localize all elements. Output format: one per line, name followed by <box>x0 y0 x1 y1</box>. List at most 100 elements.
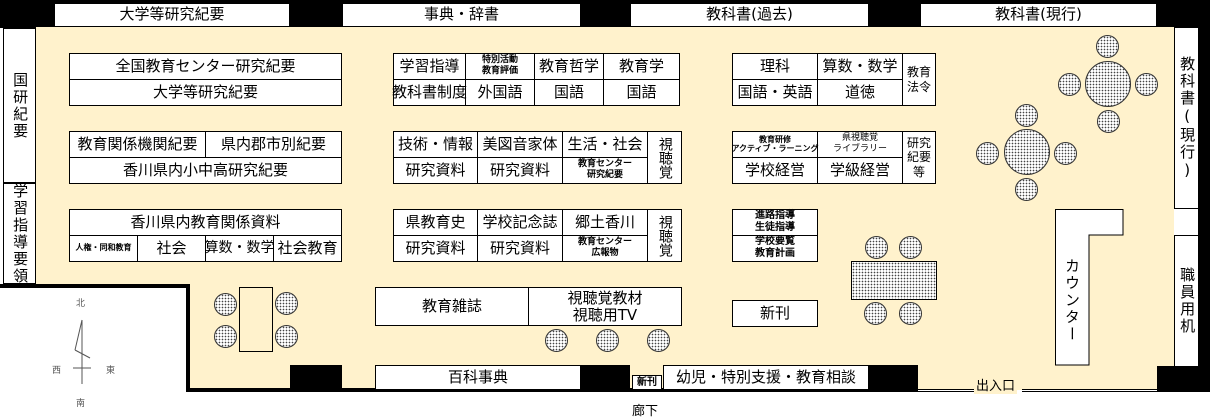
shelf-education-philosophy[interactable]: 教育哲学 <box>535 54 604 80</box>
shelf-audiovisual-f[interactable]: 視聴覚 <box>656 214 673 257</box>
shelf-japanese-1[interactable]: 国語 <box>535 79 604 105</box>
shelf-social-studies[interactable]: 社会 <box>138 235 206 261</box>
staff-desk[interactable]: 職員用机 <box>1174 235 1199 367</box>
shelf-japanese-2[interactable]: 国語 <box>626 83 657 102</box>
shelf-kagawa-school-bulletins[interactable]: 香川県内小中高研究紀要 <box>122 161 288 180</box>
top-shelf-past-textbooks[interactable]: 教科書(過去) <box>630 3 869 27</box>
chair[interactable] <box>1054 142 1077 165</box>
shelf-school-anniversary[interactable]: 学校記念誌 <box>478 210 563 236</box>
right-shelf-current-textbooks[interactable]: 教科書(現行) <box>1174 27 1199 209</box>
shelf-national-center-bulletins[interactable]: 全国教育センター研究紀要 <box>70 54 341 80</box>
chair[interactable] <box>865 236 888 259</box>
shelf-block-h[interactable]: 教育研修 アクティブ・ラーニング 県視聴覚 ライブラリー 研究 紀要 等 学校経… <box>731 131 936 184</box>
shelf-learning-guidance[interactable]: 学習指導 <box>394 54 466 80</box>
shelf-human-rights-education[interactable]: 人権・同和教育 <box>70 235 138 261</box>
shelf-block-c[interactable]: 香川県内教育関係資料 人権・同和教育 社会 算数・数学 社会教育 <box>69 209 342 262</box>
chair[interactable] <box>1058 73 1081 96</box>
shelf-foreign-language[interactable]: 外国語 <box>466 79 535 105</box>
shelf-pedagogy[interactable]: 教育学 <box>604 54 679 80</box>
shelf-center-bulletins[interactable]: 教育センター 研究紀要 <box>563 157 648 183</box>
shelf-career-student-guidance[interactable]: 進路指導 生徒指導 <box>733 210 817 236</box>
shelf-math[interactable]: 算数・数学 <box>818 54 903 80</box>
shelf-class-management[interactable]: 学級経営 <box>818 157 903 183</box>
left-inner-wall <box>186 284 190 392</box>
shelf-japanese-english[interactable]: 国語・英語 <box>733 79 818 105</box>
shelf-special-activities[interactable]: 特別活動 教育評価 <box>466 54 535 80</box>
shelf-new-arrivals[interactable]: 新刊 <box>732 300 818 327</box>
counter[interactable]: カウンター <box>1055 209 1165 367</box>
shelf-school-info-plans[interactable]: 学校要覧 教育計画 <box>755 236 795 260</box>
shelf-av-library[interactable]: 県視聴覚 ライブラリー <box>818 132 903 158</box>
shelf-education-law[interactable]: 教育 法令 <box>906 65 931 94</box>
shelf-research-materials-e2[interactable]: 研究資料 <box>478 157 563 183</box>
shelf-research-materials-e1[interactable]: 研究資料 <box>394 157 478 183</box>
counter-shape <box>1055 209 1124 366</box>
round-table[interactable] <box>1085 61 1131 107</box>
shelf-kagawa-education-materials[interactable]: 香川県内教育関係資料 <box>70 210 341 236</box>
top-shelf-dictionaries[interactable]: 事典・辞書 <box>342 3 581 27</box>
shelf-arithmetic-math[interactable]: 算数・数学 <box>205 235 275 261</box>
corridor-label: 廊下 <box>632 404 659 419</box>
compass-south: 南 <box>76 399 86 409</box>
top-shelf-university-bulletins[interactable]: 大学等研究紀要 <box>54 3 290 27</box>
chair[interactable] <box>976 142 999 165</box>
shelf-science[interactable]: 理科 <box>733 54 818 80</box>
outside-area <box>0 288 186 417</box>
chair[interactable] <box>899 236 922 259</box>
bottom-shelf-special-support[interactable]: 幼児・特別支援・教育相談 <box>663 365 869 390</box>
chair[interactable] <box>596 329 619 352</box>
shelf-school-management[interactable]: 学校経営 <box>733 157 818 183</box>
shelf-block-f[interactable]: 県教育史 学校記念誌 郷土香川 視聴覚 研究資料 研究資料 教育センター 広報物 <box>393 209 682 262</box>
left-shelf-curriculum-guidelines[interactable]: 学習指導要領 <box>3 183 36 285</box>
shelf-block-e[interactable]: 技術・情報 美図音家体 生活・社会 視聴覚 研究資料 研究資料 教育センター 研… <box>393 131 682 184</box>
shelf-research-materials-f2[interactable]: 研究資料 <box>478 235 563 261</box>
shelf-prefecture-city-bulletins[interactable]: 県内郡市別紀要 <box>206 132 341 158</box>
shelf-education-magazines[interactable]: 教育雑誌 <box>375 287 529 326</box>
chair[interactable] <box>545 329 568 352</box>
shelf-life-society[interactable]: 生活・社会 <box>563 132 648 158</box>
shelf-block-i[interactable]: 進路指導 生徒指導 学校要覧 教育計画 <box>732 209 818 262</box>
chair[interactable] <box>1096 35 1119 58</box>
top-shelf-current-textbooks[interactable]: 教科書(現行) <box>920 3 1157 27</box>
shelf-ethics[interactable]: 道徳 <box>818 79 903 105</box>
bottom-shelf-new-small[interactable]: 新刊 <box>632 375 662 390</box>
shelf-block-d[interactable]: 学習指導 特別活動 教育評価 教育哲学 教育学 教科書制度 外国語 国語 国語 <box>392 53 680 106</box>
entrance-line-left <box>918 389 974 392</box>
table-rect[interactable] <box>851 261 937 300</box>
chair[interactable] <box>214 293 237 316</box>
chair[interactable] <box>1097 110 1120 133</box>
compass-east: 東 <box>106 366 116 376</box>
shelf-arts-pe[interactable]: 美図音家体 <box>478 132 563 158</box>
left-shelf-nier-bulletins[interactable]: 国研紀要 <box>3 28 36 183</box>
pillar-bottom-3 <box>868 365 918 389</box>
round-table[interactable] <box>1004 129 1050 175</box>
shelf-research-materials-f1[interactable]: 研究資料 <box>394 235 478 261</box>
shelf-university-bulletins[interactable]: 大学等研究紀要 <box>152 83 258 102</box>
counter-label: カウンター <box>1063 257 1081 343</box>
shelf-center-publications[interactable]: 教育センター 広報物 <box>563 235 648 261</box>
chair[interactable] <box>275 325 298 348</box>
chair[interactable] <box>1015 104 1038 127</box>
chair[interactable] <box>647 329 670 352</box>
shelf-research-bulletins-etc[interactable]: 研究 紀要 等 <box>906 135 931 179</box>
shelf-social-education[interactable]: 社会教育 <box>277 239 338 258</box>
shelf-textbook-system[interactable]: 教科書制度 <box>392 79 467 105</box>
shelf-block-a[interactable]: 全国教育センター研究紀要 大学等研究紀要 <box>69 53 342 106</box>
shelf-local-kagawa[interactable]: 郷土香川 <box>563 210 648 236</box>
chair[interactable] <box>214 325 237 348</box>
shelf-audiovisual-e[interactable]: 視聴覚 <box>656 136 673 179</box>
shelf-technology-information[interactable]: 技術・情報 <box>394 132 478 158</box>
shelf-prefecture-education-history[interactable]: 県教育史 <box>394 210 478 236</box>
chair[interactable] <box>1015 178 1038 201</box>
table-left[interactable] <box>239 287 273 352</box>
shelf-block-g[interactable]: 理科 算数・数学 教育 法令 国語・英語 道徳 <box>732 53 936 106</box>
chair[interactable] <box>275 292 298 315</box>
shelf-av-materials-tv[interactable]: 視聴覚教材 視聴用TV <box>528 287 682 326</box>
chair[interactable] <box>864 302 887 325</box>
shelf-education-institution-bulletins[interactable]: 教育関係機関紀要 <box>70 132 206 158</box>
chair[interactable] <box>899 302 922 325</box>
bottom-shelf-encyclopedia[interactable]: 百科事典 <box>375 365 581 390</box>
shelf-block-b[interactable]: 教育関係機関紀要 県内郡市別紀要 香川県内小中高研究紀要 <box>69 131 342 184</box>
shelf-training-active-learning[interactable]: 教育研修 アクティブ・ラーニング <box>731 132 819 158</box>
chair[interactable] <box>1135 73 1158 96</box>
